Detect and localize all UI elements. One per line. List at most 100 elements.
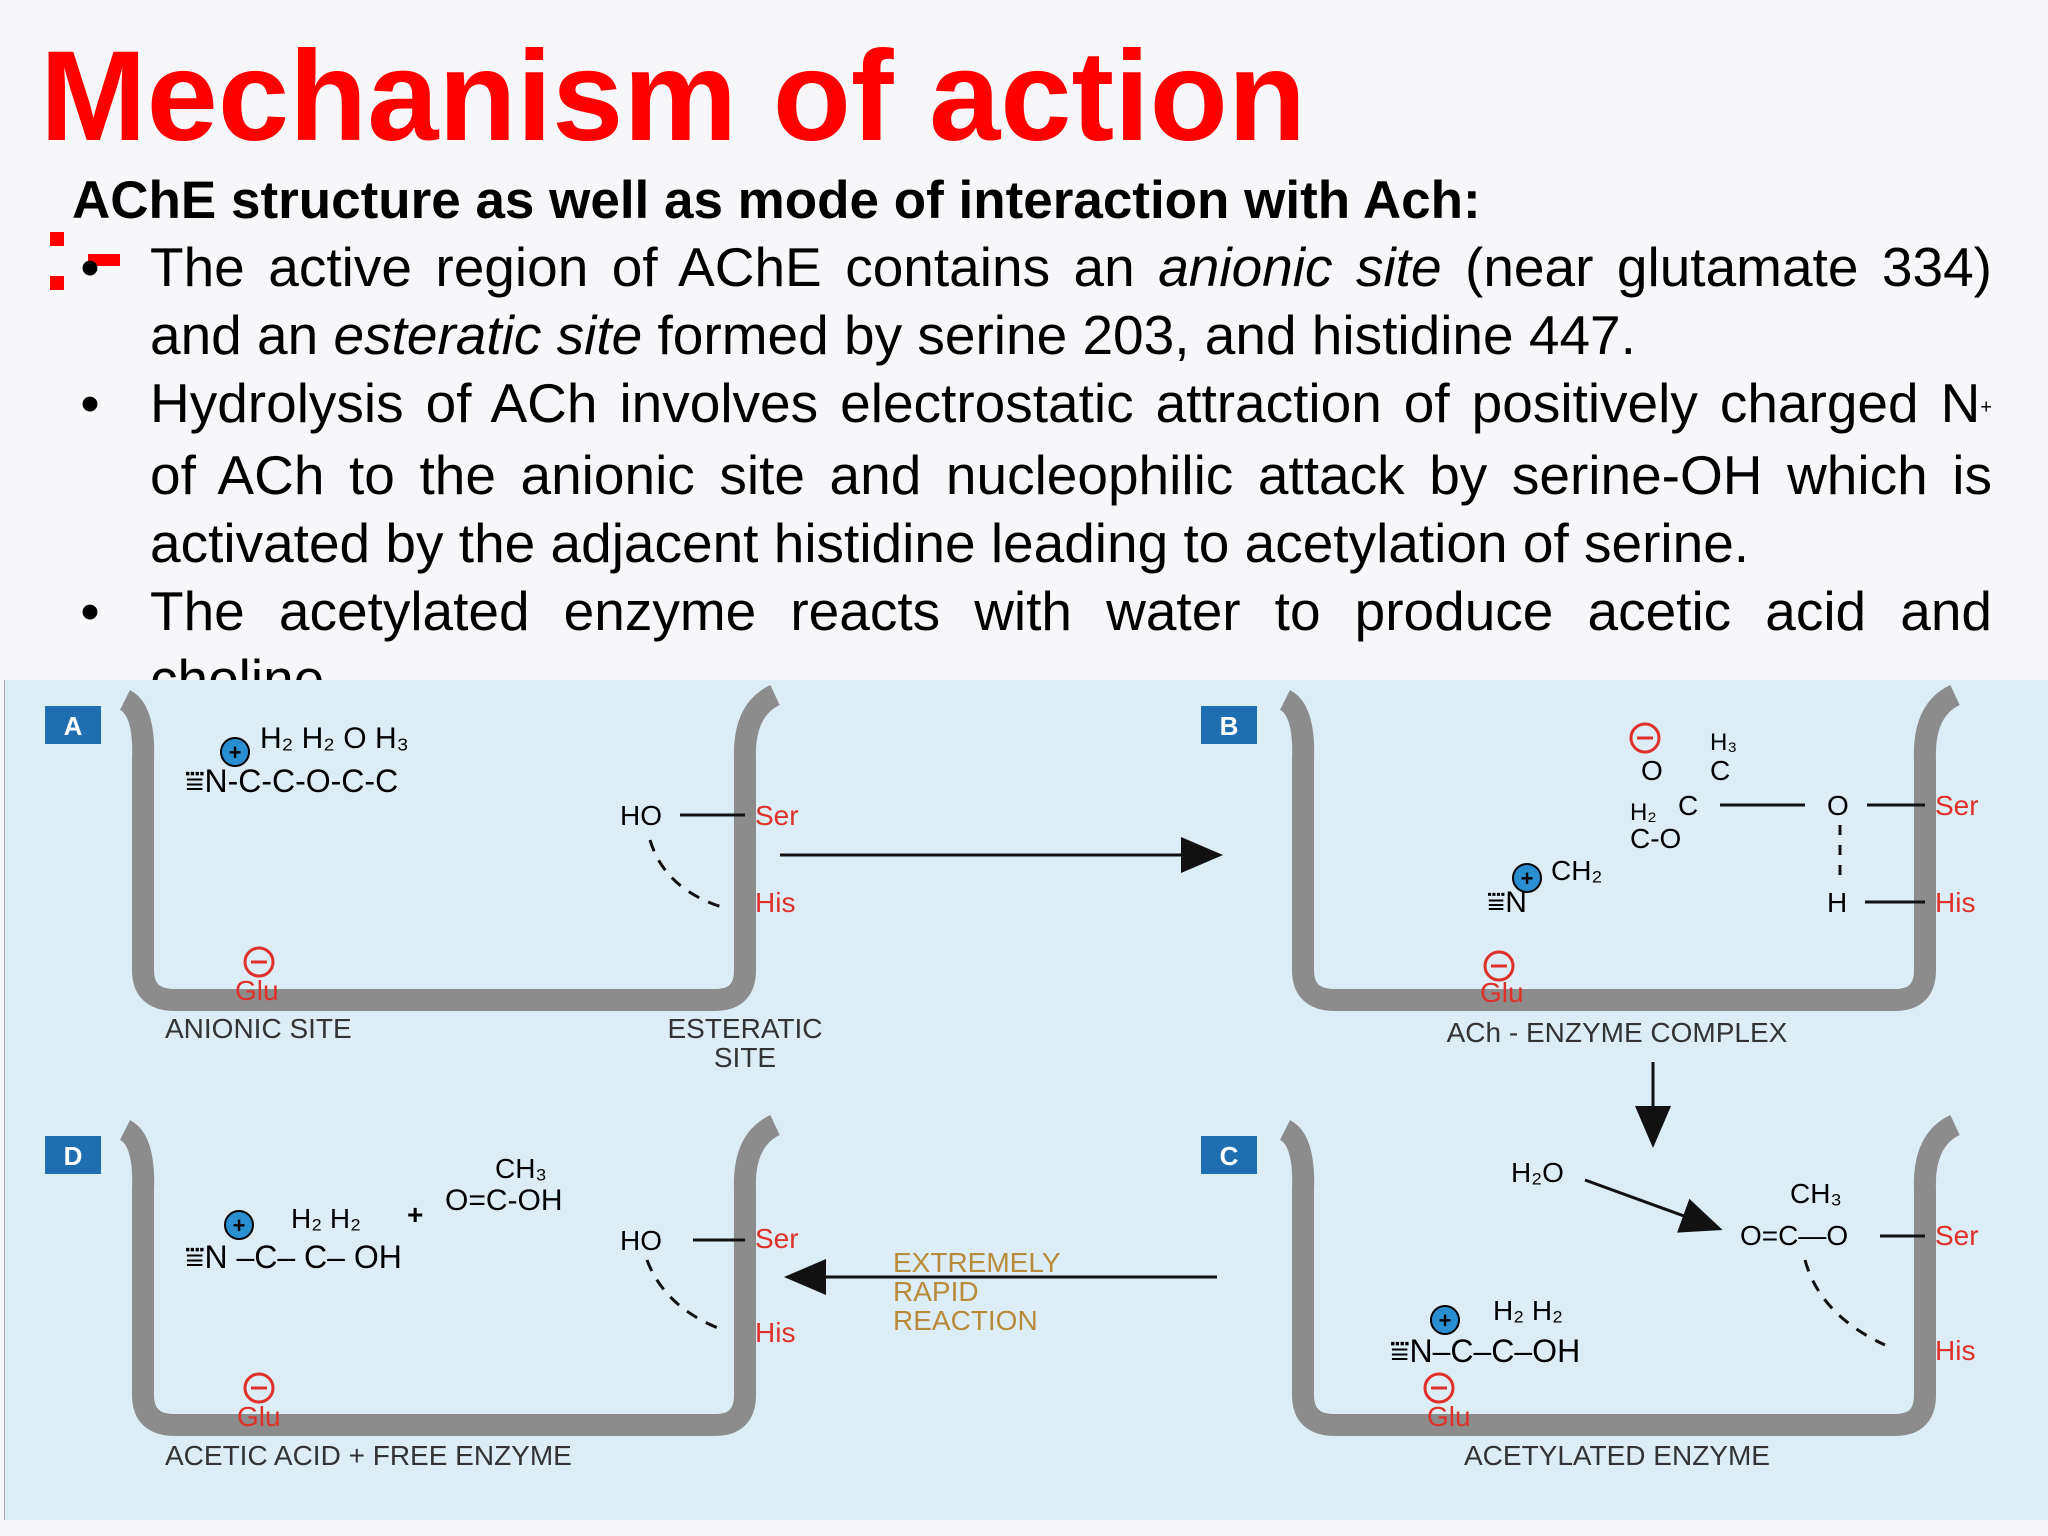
caption-esteratic-site-1: ESTERATIC [667, 1013, 822, 1044]
panel-badge-d [45, 1136, 101, 1174]
bullet-dot: • [80, 236, 100, 298]
methylene-h2-label: H₂ [1630, 799, 1657, 826]
panel-b: B O H₃ C C O Ser H₂ C-O + CH₂ ⩸N H His G… [1201, 685, 1979, 1048]
carbon-label: C [1710, 755, 1730, 786]
hydrogen-bond [1803, 1259, 1886, 1347]
enzyme-pocket-a [119, 685, 781, 1011]
enzyme-pocket-c [1279, 1115, 1961, 1436]
panel-badge-a [45, 706, 101, 744]
panel-badge-b [1201, 706, 1257, 744]
panel-badge-b-text: B [1220, 711, 1239, 741]
bullet-text: The active region of AChE contains an an… [150, 236, 1992, 366]
carbonyl-label: C-O [1630, 823, 1681, 854]
arrow-water-attack [1584, 1178, 1723, 1233]
bullet-text-part: esteratic site [333, 304, 643, 366]
hydrogen-label: H [1827, 887, 1847, 918]
reaction-label-line-1: EXTREMELY [893, 1247, 1061, 1278]
serine-label: Ser [1935, 1220, 1979, 1251]
bullet-text-part: + [1980, 396, 1992, 419]
panel-d: D CH₃ O=C-OH H₂ H₂ + + ⩸N –C– C– OH HO S… [45, 1115, 799, 1471]
negative-charge-icon [1483, 950, 1515, 982]
serine-label: Ser [755, 1223, 799, 1254]
acetic-acid-label: O=C-OH [445, 1184, 563, 1217]
slide-title: Mechanism of action [40, 25, 1306, 168]
caption-acetic-acid-free-enzyme: ACETIC ACID + FREE ENZYME [165, 1440, 572, 1471]
bullet-dot: • [80, 372, 100, 434]
plus-label: + [407, 1199, 423, 1230]
hydroxyl-label: HO [620, 1225, 662, 1256]
ache-mechanism-diagram: A + H₂ H₂ O H₃ ⩸N-C-C-O-C-C HO Ser His G… [4, 680, 2048, 1520]
reaction-label-line-3: REACTION [893, 1305, 1038, 1336]
oxygen-label: O [1641, 755, 1663, 786]
bullet-dot: • [80, 580, 100, 643]
choline-top-label: H₂ H₂ [291, 1203, 361, 1234]
acetyl-ester-label: O=C—O [1740, 1220, 1848, 1251]
caption-ach-enzyme-complex: ACh - ENZYME COMPLEX [1447, 1017, 1788, 1048]
caption-acetylated-enzyme: ACETYLATED ENZYME [1464, 1440, 1770, 1471]
panel-c: C H₂O CH₃ O=C—O Ser His H₂ H₂ + ⩸N–C–C–O… [1201, 1115, 1979, 1471]
negative-charge-icon [243, 1372, 275, 1404]
bullet-item: • The active region of AChE contains an a… [70, 233, 1992, 369]
methyl-label: CH₃ [495, 1153, 547, 1184]
bullet-text-part: Hydrolysis of ACh involves electrostatic… [150, 372, 1981, 434]
plus-sign: + [233, 1213, 246, 1238]
hydrogen-bond [645, 1259, 724, 1332]
serine-label: Ser [755, 800, 799, 831]
decorative-red-mark [50, 276, 64, 290]
glutamate-label: Glu [1427, 1401, 1471, 1432]
bullet-text-part: anionic site [1158, 236, 1442, 298]
histidine-label: His [1935, 887, 1975, 918]
plus-sign: + [1521, 866, 1534, 891]
glutamate-label: Glu [1480, 977, 1524, 1008]
reaction-label-line-2: RAPID [893, 1276, 979, 1307]
bullet-text: Hydrolysis of ACh involves electrostatic… [150, 372, 1992, 574]
water-label: H₂O [1511, 1157, 1564, 1188]
caption-anionic-site: ANIONIC SITE [165, 1013, 352, 1044]
histidine-label: His [755, 1317, 795, 1348]
methyl-h3-label: H₃ [1710, 729, 1737, 756]
carbon-label: C [1678, 790, 1698, 821]
panel-a: A + H₂ H₂ O H₃ ⩸N-C-C-O-C-C HO Ser His G… [45, 685, 823, 1073]
nitrogen-label: ⩸N [1487, 886, 1527, 919]
panel-badge-a-text: A [64, 711, 83, 741]
decorative-red-mark [88, 254, 120, 266]
bullet-text-part: The acetylated enzyme reacts with water … [150, 580, 1992, 710]
positive-charge-icon [224, 1210, 254, 1240]
diagram-svg: A + H₂ H₂ O H₃ ⩸N-C-C-O-C-C HO Ser His G… [45, 685, 1979, 1471]
caption-esteratic-site-2: SITE [714, 1042, 776, 1073]
positive-charge-icon [1512, 863, 1542, 893]
bullet-text-part: (near glutamate 334) and an [150, 236, 1992, 366]
bullet-text-part: The active region of AChE contains an [150, 236, 1159, 298]
bullet-text-part: formed by serine 203, and histidine 447. [642, 304, 1636, 366]
hydroxyl-label: HO [620, 800, 662, 831]
panel-badge-c [1201, 1136, 1257, 1174]
decorative-red-mark [50, 232, 64, 246]
bullet-text-part: of ACh to the anionic site and nucleophi… [150, 444, 1992, 575]
hydrogen-bond [648, 839, 726, 910]
panel-badge-c-text: C [1220, 1141, 1239, 1171]
glutamate-label: Glu [235, 975, 279, 1006]
positive-charge-icon [220, 737, 250, 767]
plus-sign: + [1439, 1308, 1452, 1333]
slide-subtitle: AChE structure as well as mode of intera… [72, 171, 1481, 230]
negative-charge-icon [1629, 722, 1661, 754]
bullet-text: The acetylated enzyme reacts with water … [150, 580, 1992, 710]
positive-charge-icon [1430, 1305, 1460, 1335]
negative-charge-icon [243, 946, 275, 978]
panel-badge-d-text: D [64, 1141, 83, 1171]
choline-main-label: ⩸N –C– C– OH [185, 1239, 402, 1275]
enzyme-pocket-b [1279, 685, 1961, 1011]
plus-sign: + [229, 740, 242, 765]
bullet-list: • The active region of AChE contains an a… [70, 233, 1992, 713]
histidine-label: His [755, 887, 795, 918]
ach-molecule-top: H₂ H₂ O H₃ [260, 722, 409, 755]
ach-molecule-main: ⩸N-C-C-O-C-C [185, 763, 398, 799]
enzyme-pocket-d [119, 1115, 781, 1436]
methylene-label: CH₂ [1551, 855, 1602, 886]
serine-label: Ser [1935, 790, 1979, 821]
negative-charge-icon [1423, 1372, 1455, 1404]
choline-main-label: ⩸N–C–C–OH [1390, 1333, 1580, 1369]
oxygen-label: O [1827, 790, 1849, 821]
bullet-item: • Hydrolysis of ACh involves electrostati… [70, 369, 1992, 577]
histidine-label: His [1935, 1335, 1975, 1366]
